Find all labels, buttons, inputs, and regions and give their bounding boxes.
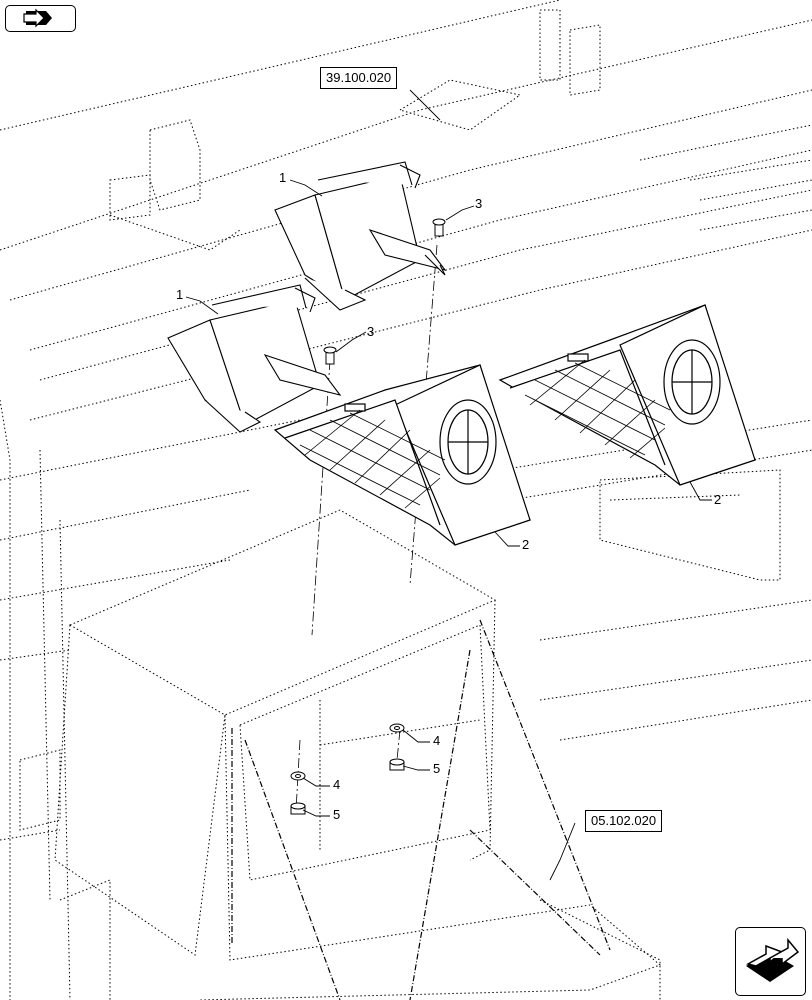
callout-item-5-right: 5 — [433, 761, 441, 776]
callout-item-5-left: 5 — [333, 807, 341, 822]
leader-lines — [185, 89, 712, 881]
wheel-chock-left — [273, 364, 531, 546]
previous-page-icon — [23, 8, 52, 28]
next-page-icon — [745, 937, 800, 982]
bolts — [323, 218, 446, 365]
callout-item-3-upper: 3 — [475, 196, 483, 211]
wheel-chock-right — [498, 304, 756, 486]
callout-item-3-lower: 3 — [367, 324, 375, 339]
bracket-upper — [274, 161, 447, 311]
callout-item-4-right: 4 — [433, 733, 441, 748]
callout-item-4-left: 4 — [333, 777, 341, 792]
callout-item-2-left: 2 — [522, 537, 530, 552]
box-straps — [231, 619, 611, 1000]
callout-item-1-upper: 1 — [279, 170, 287, 185]
reference-box-right[interactable]: 05.102.020 — [585, 810, 663, 832]
washers-and-nuts — [290, 723, 405, 815]
callout-item-2-right: 2 — [714, 492, 722, 507]
reference-box-top[interactable]: 39.100.020 — [320, 67, 398, 89]
bracket-lower — [167, 284, 342, 433]
next-page-button[interactable] — [735, 927, 806, 996]
tool-box — [54, 509, 661, 1000]
callout-item-1-lower: 1 — [176, 287, 184, 302]
previous-page-button[interactable] — [5, 5, 76, 32]
